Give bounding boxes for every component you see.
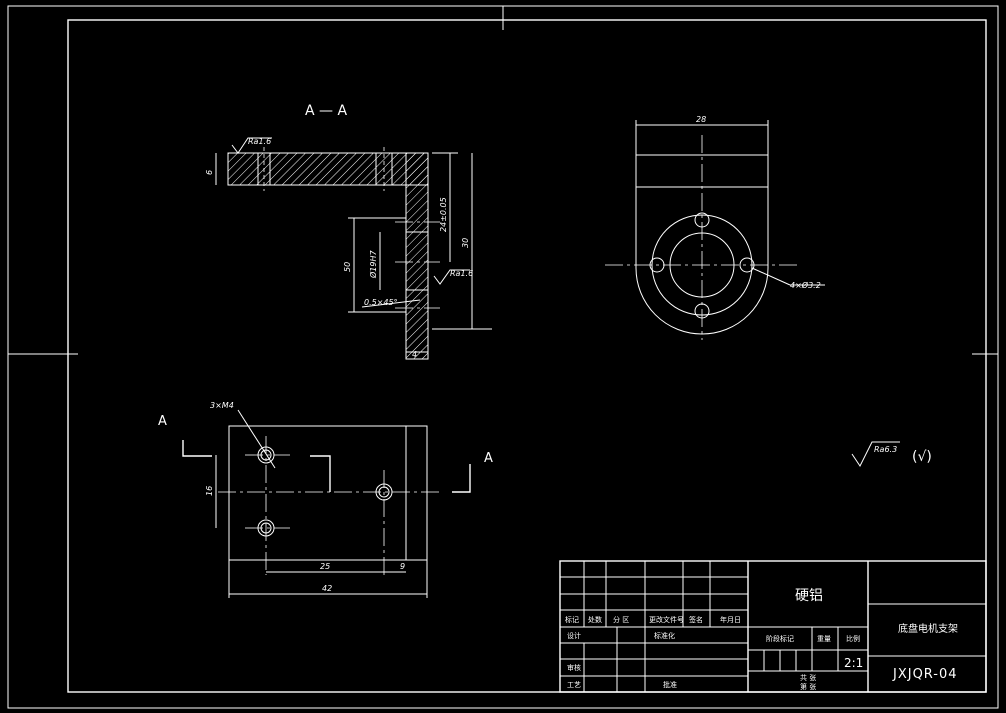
dim-total: 30 [461,238,470,248]
tb-col-count: 处数 [588,615,602,624]
section-label: A — A [305,103,347,119]
dim-top-total: 42 [322,584,332,593]
tb-stage-mark: 阶段标记 [766,634,794,643]
dim-height: 50 [343,262,352,272]
tb-sheet-total: 共 张 [800,673,816,682]
leg-bore [405,231,429,291]
ra-top: Ra1.6 [248,137,271,146]
dim-offset: 24±0.05 [439,197,448,232]
tb-sheet-no: 第 张 [800,682,816,691]
dim-side-holes: 4×Ø3.2 [790,280,821,290]
dim-top-vertical: 16 [205,486,214,496]
dim-chamfer: 0.5×45° [364,298,398,307]
tb-scale-label: 比例 [846,634,860,643]
roughness-value: Ra6.3 [874,445,897,454]
tb-col-date: 年月日 [720,615,741,624]
dim-side-width: 28 [696,115,706,124]
tb-col-sign: 签名 [689,615,703,624]
inner-frame [67,19,987,693]
roughness-suffix: (√) [912,449,932,465]
section-plate [227,152,429,186]
outer-border [7,5,999,709]
title-block: 标记 处数 分 区 更改文件号 签名 年月日 设计 标准化 审核 工艺 批准 阶… [559,560,987,693]
top-plate [228,425,428,561]
tb-drawing-no: JXJQR-04 [892,667,958,682]
tb-col-change: 更改文件号 [649,615,684,624]
tb-design: 设计 [567,631,581,640]
tb-standard: 标准化 [654,631,675,640]
section-mark-right: A [484,451,493,466]
tb-approve: 批准 [663,680,677,689]
tb-weight: 重量 [817,635,831,643]
section-view: A — A 6 24±0.05 30 50 Ø19H7 0.5×45° 4 [205,103,492,360]
tb-process: 工艺 [567,681,581,689]
section-mark-left: A [158,414,167,429]
dim-bore: Ø19H7 [368,250,378,279]
section-leg [405,152,429,360]
roughness-symbol: Ra6.3 (√) [851,441,932,467]
dim-thickness: 6 [205,170,214,175]
tb-review: 审核 [567,663,581,672]
tb-scale: 2:1 [844,656,863,670]
tb-material: 硬铝 [795,588,823,604]
side-view: 28 4×Ø3.2 [605,115,825,340]
dim-top-pitch: 25 [320,562,330,571]
dim-top-holes: 3×M4 [210,401,234,410]
tb-col-mark: 标记 [565,615,579,624]
dim-bottom: 4 [412,350,417,359]
dim-top-offset: 9 [400,562,405,571]
tb-col-zone: 分 区 [613,615,629,624]
tb-part-name: 底盘电机支架 [898,622,958,635]
ra-right: Ra1.6 [450,269,473,278]
top-view: A A 3×M4 16 25 9 42 [158,401,493,598]
